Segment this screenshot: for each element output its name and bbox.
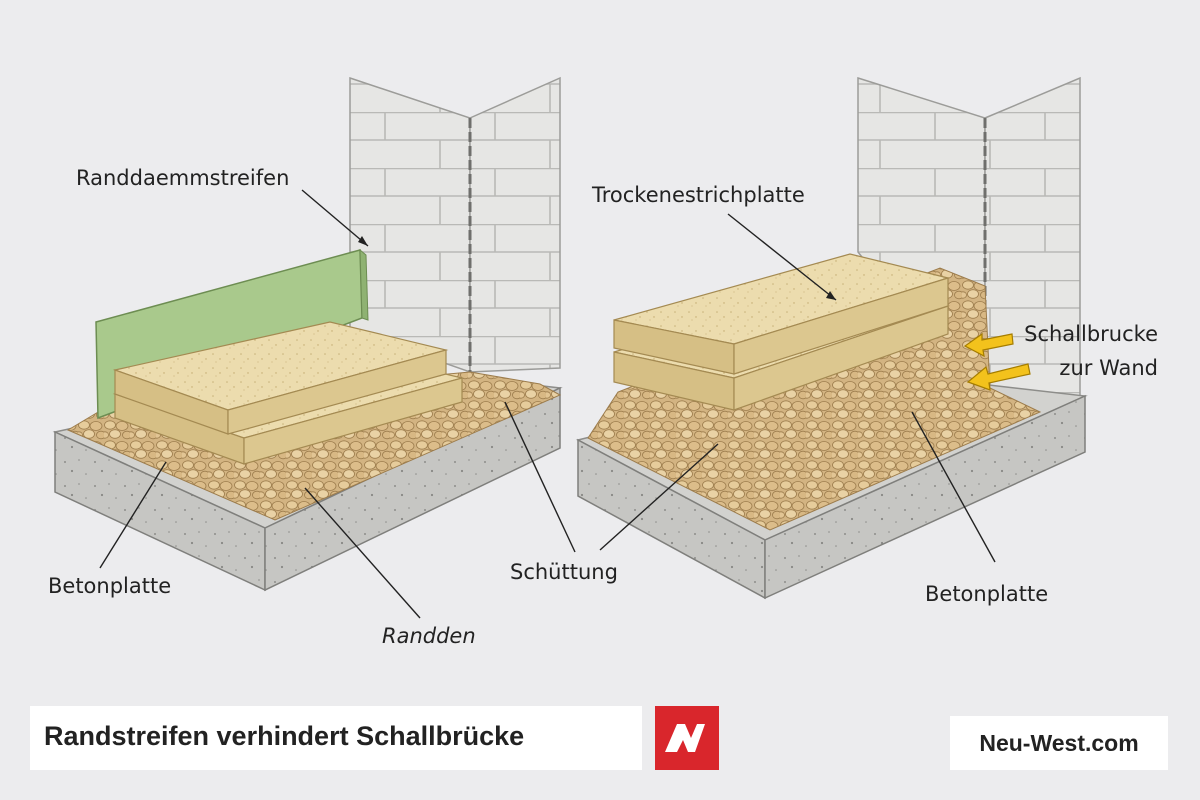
right-panel [578,78,1085,598]
left-wall-side [470,78,560,372]
label-randdaemmstreifen: Randdaemmstreifen [76,166,289,190]
label-schallbrucke-line2: zur Wand [1012,356,1158,380]
label-randden: Randden [382,624,476,648]
label-schuettung: Schüttung [510,560,618,584]
caption-box: Randstreifen verhindert Schallbrücke [30,706,642,770]
site-box: Neu-West.com [950,716,1168,770]
label-betonplatte-right: Betonplatte [925,582,1048,606]
nw-logo-icon [655,706,719,770]
caption-text: Randstreifen verhindert Schallbrücke [44,721,524,752]
label-trockenestrichplatte: Trockenestrichplatte [592,183,805,207]
label-betonplatte-left: Betonplatte [48,574,171,598]
brand-logo [655,706,719,770]
left-wall-back [350,78,470,372]
left-panel [55,78,575,618]
site-name[interactable]: Neu-West.com [950,730,1168,757]
label-schallbrucke-line1: Schallbrucke [1012,322,1158,346]
